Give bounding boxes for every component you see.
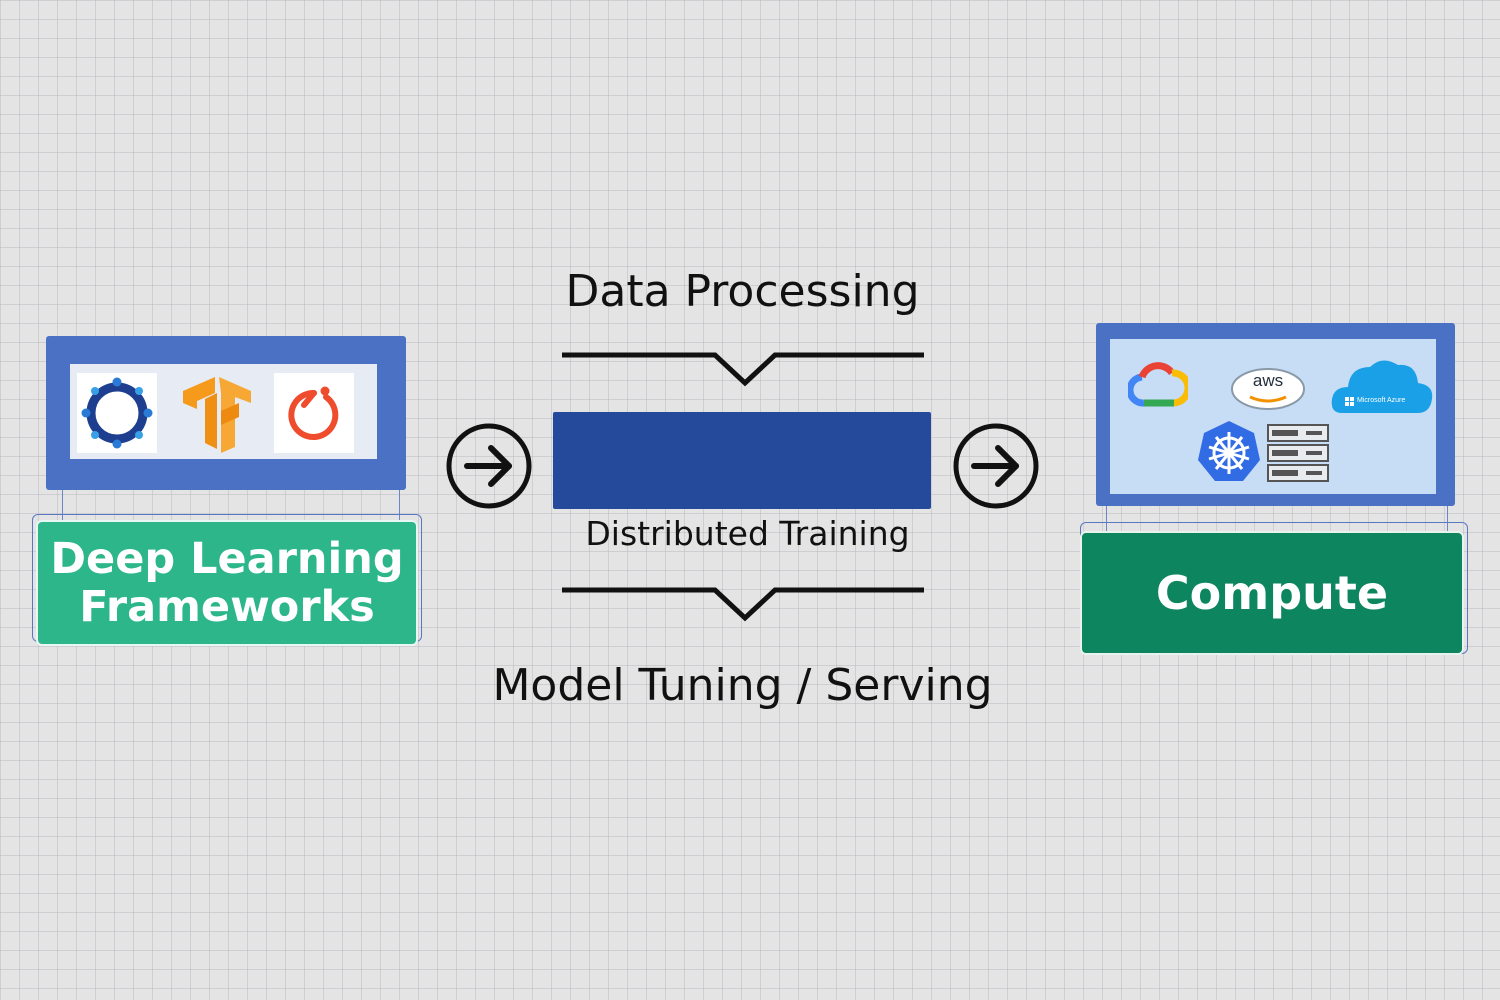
- kubernetes-icon: [1196, 419, 1262, 489]
- azure-icon: Microsoft Azure: [1330, 353, 1434, 419]
- model-tuning-serving-label: Model Tuning / Serving: [492, 660, 993, 711]
- distributed-training-label: Distributed Training: [585, 514, 910, 553]
- compute-label: Compute: [1155, 566, 1389, 620]
- frameworks-logo-panel: [46, 336, 406, 490]
- server-rack-icon: [1266, 423, 1330, 489]
- distributed-training-bar: [553, 412, 931, 509]
- horovod-icon: [77, 373, 157, 453]
- google-cloud-icon: [1126, 361, 1192, 415]
- compute-connector: [1106, 506, 1448, 534]
- arrow-right-icon: [445, 422, 533, 510]
- tensorflow-icon: [177, 373, 257, 453]
- azure-text: Microsoft Azure: [1357, 397, 1406, 404]
- data-processing-label: Data Processing: [565, 266, 920, 317]
- compute-label-box: Compute: [1080, 531, 1464, 655]
- compute-logo-panel: aws Microsoft Azure: [1096, 323, 1455, 506]
- frameworks-label: Deep Learning Frameworks: [50, 534, 404, 632]
- arrow-right-icon: [952, 422, 1040, 510]
- frameworks-connector: [62, 490, 400, 520]
- top-brace: [560, 345, 930, 390]
- compute-logo-area: aws Microsoft Azure: [1110, 339, 1436, 494]
- pytorch-icon: [274, 373, 354, 453]
- frameworks-label-box: Deep Learning Frameworks: [36, 520, 418, 646]
- frameworks-logo-strip: [70, 364, 377, 459]
- aws-icon: aws: [1228, 363, 1308, 417]
- aws-text: aws: [1252, 371, 1284, 390]
- bottom-brace: [560, 580, 930, 625]
